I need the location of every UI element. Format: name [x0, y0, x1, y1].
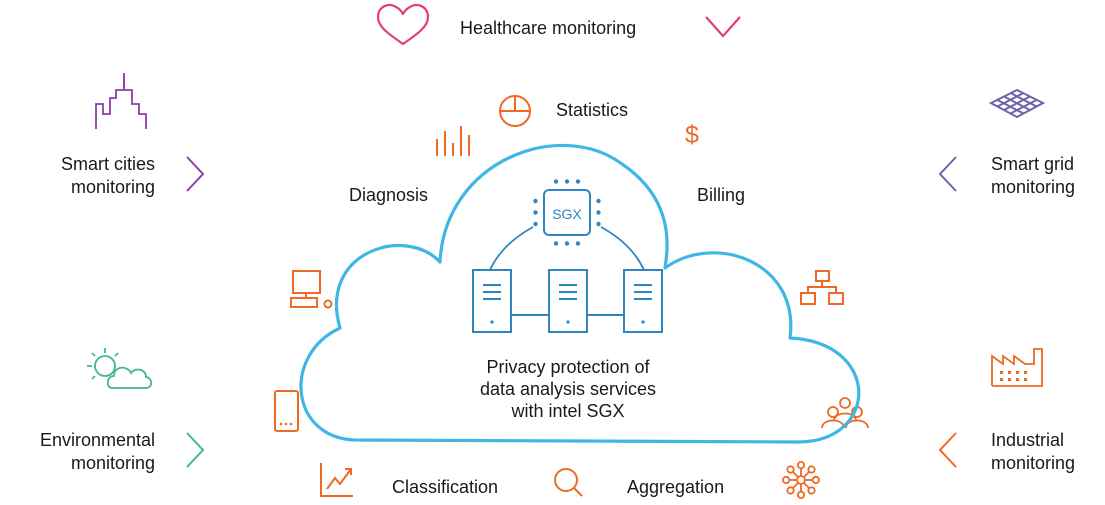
- smart-cities-label: Smart cities monitoring: [60, 154, 155, 197]
- heart-icon: [376, 3, 430, 46]
- environmental-label: Environmental monitoring: [39, 430, 155, 473]
- connector-arc-right: [600, 226, 645, 271]
- connector-arc-left: [489, 226, 534, 271]
- statistics-label: Statistics: [556, 100, 629, 120]
- diagnosis-label: Diagnosis: [349, 185, 429, 205]
- chevron-left-icon: [938, 156, 957, 192]
- aggregation-label: Aggregation: [627, 477, 725, 497]
- network-hierarchy-icon: [800, 270, 844, 305]
- tablet-icon: [274, 390, 299, 432]
- chevron-down-icon: [705, 16, 741, 38]
- server-center: [548, 269, 588, 333]
- chevron-right-icon: [186, 156, 205, 192]
- cloud-outline: [299, 143, 861, 444]
- dollar-icon: $: [685, 121, 699, 149]
- hub-network-icon: [781, 460, 821, 499]
- server-left: [472, 269, 512, 333]
- trend-chart-icon: [320, 463, 353, 497]
- desktop-computer-icon: [290, 270, 333, 309]
- bar-chart-icon: [436, 126, 470, 156]
- classification-label: Classification: [392, 477, 499, 497]
- cloud-caption: Privacy protection of data analysis serv…: [479, 357, 657, 421]
- smart-grid-label: Smart grid monitoring: [991, 154, 1076, 197]
- sun-cloud-icon: [87, 348, 153, 389]
- billing-label: Billing: [697, 185, 746, 205]
- search-icon: [554, 468, 583, 497]
- chevron-left-icon: [938, 432, 957, 468]
- city-buildings-icon: [95, 73, 147, 129]
- industrial-label: Industrial monitoring: [991, 430, 1076, 473]
- healthcare-label: Healthcare monitoring: [460, 18, 637, 38]
- solar-panel-icon: [988, 88, 1046, 119]
- server-right: [623, 269, 663, 333]
- chip-label: SGX: [552, 206, 582, 222]
- chevron-right-icon: [186, 432, 205, 468]
- sgx-chip: SGX: [533, 179, 601, 246]
- pie-chart-icon: [499, 95, 531, 127]
- factory-icon: [991, 348, 1043, 387]
